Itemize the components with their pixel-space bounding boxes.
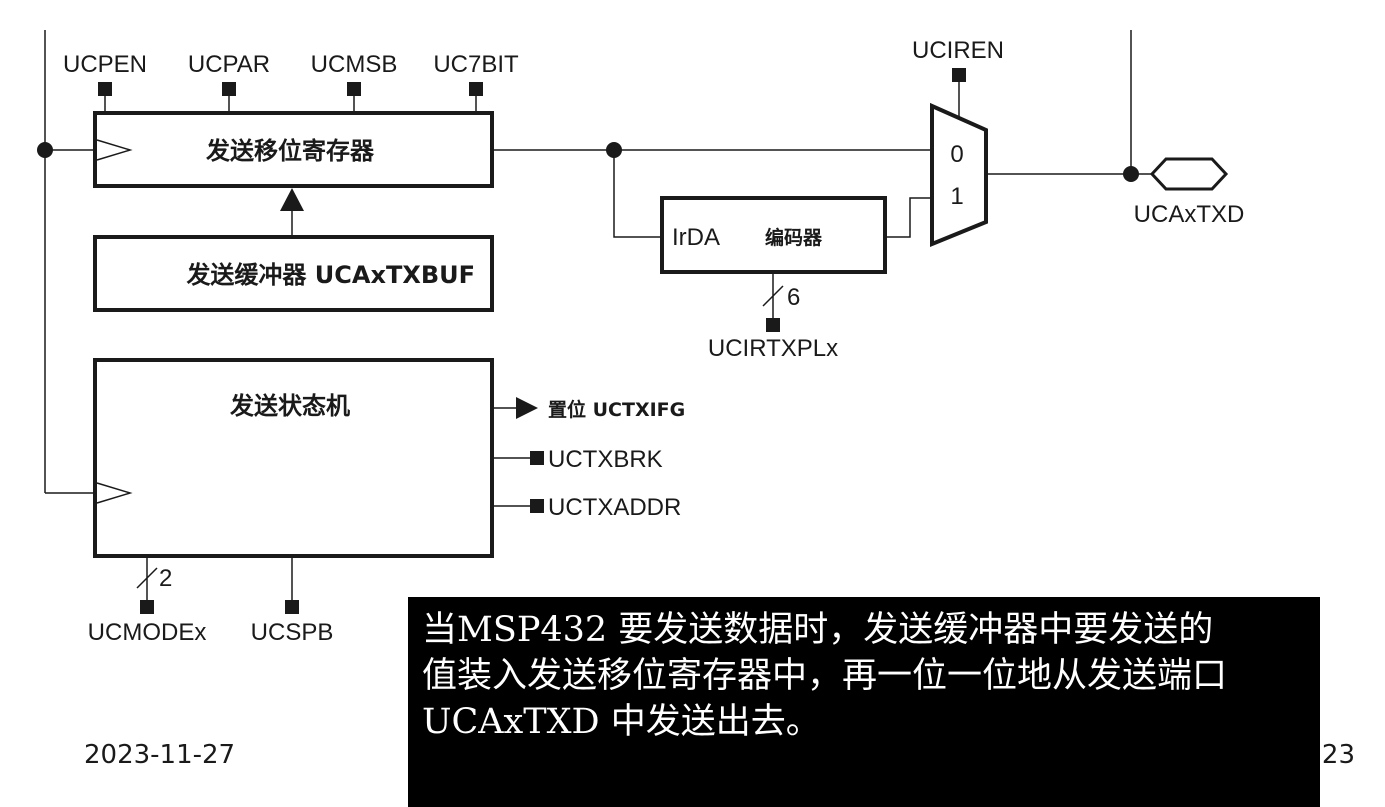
ucmsb-label: UCMSB <box>311 51 398 78</box>
ucpar-pin <box>222 82 236 96</box>
state-machine-label: 发送状态机 <box>229 392 350 420</box>
addr-pin <box>530 499 544 513</box>
ucmsb-pin <box>347 82 361 96</box>
tx-buffer-label: 发送缓冲器 UCAxTXBUF <box>185 261 475 289</box>
ucmodex-label: UCMODEx <box>88 619 207 646</box>
ucirtxplx-label: UCIRTXPLx <box>708 335 838 362</box>
irda-bus-width: 6 <box>787 284 800 311</box>
page-number: 23 <box>1321 740 1355 770</box>
to-irda-wire <box>613 150 662 238</box>
ucmodex-bus-slash <box>136 567 158 589</box>
note-line-1: 当MSP432 要发送数据时，发送缓冲器中要发送的 <box>422 610 1214 650</box>
ucaxtxd-label: UCAxTXD <box>1134 201 1245 228</box>
irda-encoder-label: 编码器 <box>765 226 823 249</box>
irda-encoder-box <box>660 196 887 274</box>
ucmodex-pin <box>140 600 154 614</box>
buffer-to-shift-arrow <box>280 188 304 211</box>
txd-pin-icon <box>1149 157 1229 191</box>
mux-input-0: 0 <box>950 141 963 168</box>
uctxbrk-label: UCTXBRK <box>548 446 663 473</box>
ucirtxplx-pin <box>766 318 780 332</box>
set-ifg-label: 置位 UCTXIFG <box>548 398 685 421</box>
footer-date: 2023-11-27 <box>84 740 236 770</box>
explanation-note: 当MSP432 要发送数据时，发送缓冲器中要发送的 值装入发送移位寄存器中，再一… <box>408 597 1320 807</box>
shift-register-box <box>93 111 494 188</box>
state-machine-bus-width: 2 <box>159 565 172 592</box>
shift-register-label: 发送移位寄存器 <box>205 137 375 165</box>
uctxaddr-label: UCTXADDR <box>548 494 681 521</box>
uciren-pin <box>952 68 966 82</box>
ucspb-pin <box>285 600 299 614</box>
note-line-3: UCAxTXD 中发送出去。 <box>422 702 821 742</box>
state-machine-clock-symbol <box>96 482 133 504</box>
irda-to-mux-wire <box>885 197 932 238</box>
clock-junction <box>37 142 53 158</box>
uart-tx-block-diagram: UCPEN UCPAR UCMSB UC7BIT 发送移位寄存器 发送缓冲器 U… <box>37 30 1245 646</box>
ifg-arrow <box>516 397 538 419</box>
note-line-2: 值装入发送移位寄存器中，再一位一位地从发送端口 <box>422 656 1228 696</box>
uc7bit-pin <box>469 82 483 96</box>
output-mux <box>930 102 988 247</box>
ucpen-pin <box>98 82 112 96</box>
tx-buffer-box <box>93 235 494 312</box>
ucpen-label: UCPEN <box>63 51 147 78</box>
shift-register-clock-symbol <box>96 139 133 161</box>
uciren-label: UCIREN <box>912 37 1004 64</box>
txd-junction <box>1123 166 1139 182</box>
brk-pin <box>530 451 544 465</box>
uc7bit-label: UC7BIT <box>433 51 519 78</box>
irda-bus-slash <box>762 285 784 307</box>
state-machine-box <box>93 358 494 558</box>
ucpar-label: UCPAR <box>188 51 270 78</box>
ucspb-label: UCSPB <box>251 619 334 646</box>
mux-input-1: 1 <box>950 183 963 210</box>
irda-label: IrDA <box>672 224 720 251</box>
